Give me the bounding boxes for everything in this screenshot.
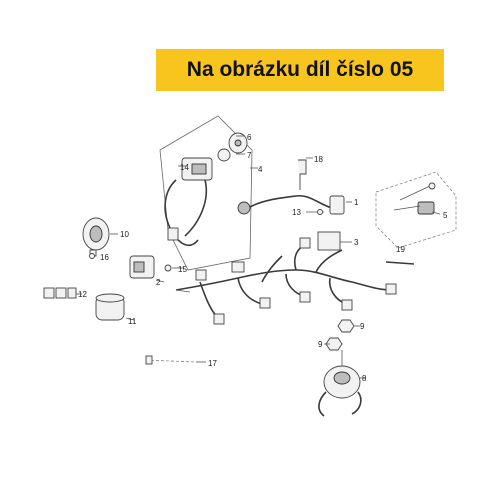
callout-5: 5 [443,211,448,220]
part-11-relay [95,293,135,321]
part-18-bracket [298,157,313,190]
part-3-main-harness [175,231,397,325]
callout-3: 3 [354,238,359,247]
part-19-pin [385,261,415,265]
callout-18: 18 [314,155,323,164]
banner-text: Na obrázku díl číslo 05 [186,58,414,81]
part-10-horn [82,217,118,257]
callout-6: 6 [247,133,252,142]
callout-2: 2 [156,278,161,287]
callout-12: 12 [78,290,87,299]
part-4-ignition-assembly [159,115,253,271]
part-9-nuts [324,319,360,351]
part-16-bolt [89,253,95,259]
part-13-screw [306,209,324,215]
callout-9-lower: 9 [318,340,323,349]
callout-16: 16 [100,253,109,262]
part-5-relay-assembly [375,171,457,249]
callout-1: 1 [354,198,359,207]
part-12-connector [43,287,82,299]
callout-8: 8 [362,374,367,383]
callout-17: 17 [208,359,217,368]
callout-19: 19 [396,245,405,254]
callout-14: 14 [180,163,189,172]
callout-11: 11 [128,317,137,326]
callout-15: 15 [178,265,187,274]
callout-7: 7 [247,151,252,160]
callout-4: 4 [258,165,263,174]
part-2-regulator [129,255,165,283]
callout-9-upper: 9 [360,322,365,331]
part-8-starter-relay [318,350,366,417]
highlight-banner: Na obrázku díl číslo 05 [156,49,444,91]
part-17-tie [145,355,206,365]
part-15-bolt [164,264,184,272]
callout-13: 13 [292,208,301,217]
part-1-cable [237,194,352,215]
callout-10: 10 [120,230,129,239]
